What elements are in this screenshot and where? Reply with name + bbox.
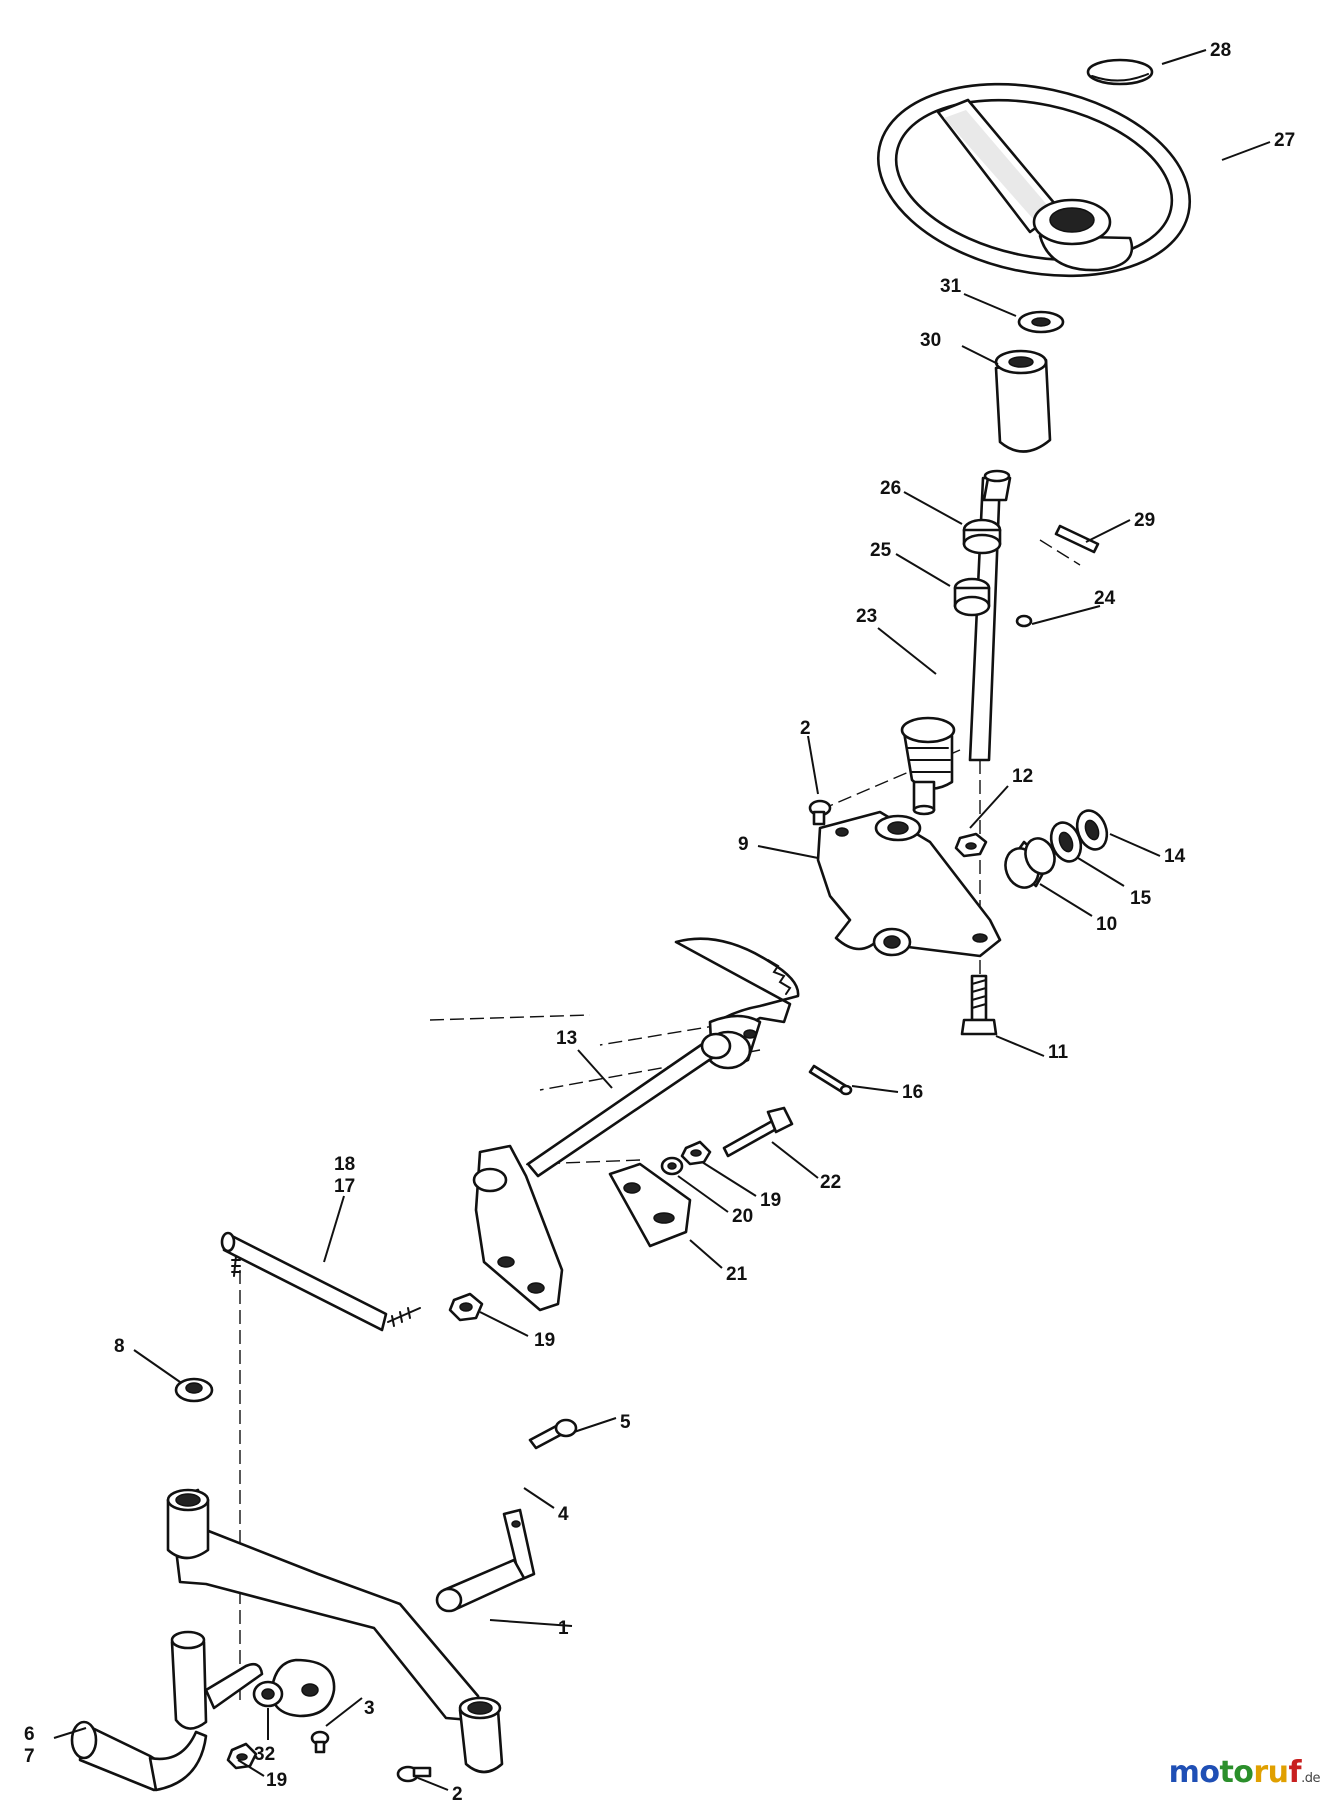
bolt-22	[722, 1106, 794, 1158]
callout-8: 8	[114, 1336, 125, 1357]
screw-2-upper	[808, 799, 832, 826]
leader-lines	[53, 49, 1271, 1791]
bushing-30	[994, 349, 1052, 453]
watermark-part-1: mo	[1168, 1755, 1220, 1790]
watermark-tld: .de	[1301, 1771, 1320, 1786]
assembly-axis-lines	[239, 539, 1081, 1700]
callout-4: 4	[558, 1504, 569, 1525]
bushing-10	[1004, 837, 1056, 889]
callout-18: 18	[334, 1154, 355, 1175]
nut-19-lower	[226, 1742, 258, 1770]
spindle	[70, 1630, 264, 1792]
callout-17: 17	[334, 1176, 355, 1197]
pitman-arm-plate	[472, 1144, 564, 1312]
callout-27: 27	[1274, 130, 1295, 151]
callout-24: 24	[1094, 588, 1116, 609]
callout-6: 6	[24, 1724, 35, 1745]
callout-25: 25	[870, 540, 892, 561]
callout-21: 21	[726, 1264, 748, 1285]
sector-shaft	[526, 1032, 732, 1178]
bearing-14	[1075, 809, 1109, 851]
horn-cap	[1086, 58, 1154, 86]
bearing-32	[252, 1680, 284, 1708]
watermark-part-3: ru	[1253, 1755, 1289, 1790]
callout-32: 32	[254, 1744, 275, 1765]
callout-22: 22	[820, 1172, 841, 1193]
steering-shaft	[900, 469, 1012, 816]
callout-30: 30	[920, 330, 941, 351]
bolt-11	[960, 974, 998, 1036]
callout-3: 3	[364, 1698, 375, 1719]
nut-12	[954, 832, 988, 858]
callout-19-middle: 19	[534, 1330, 555, 1351]
callout-28: 28	[1210, 40, 1231, 61]
callout-20: 20	[732, 1206, 753, 1227]
callout-1: 1	[558, 1618, 569, 1639]
front-axle	[166, 1488, 504, 1774]
watermark: motoruf.de	[1168, 1755, 1321, 1790]
callout-13: 13	[556, 1028, 577, 1049]
bolt-5	[528, 1418, 578, 1450]
ball-24	[1015, 614, 1033, 628]
callout-12: 12	[1012, 766, 1033, 787]
callout-16: 16	[902, 1082, 923, 1103]
callout-11: 11	[1048, 1042, 1069, 1063]
steering-wheel	[876, 82, 1192, 278]
callout-19-upper: 19	[760, 1190, 781, 1211]
washer-20	[660, 1156, 684, 1176]
lock-washer-8	[174, 1377, 214, 1403]
nut-19-middle	[448, 1292, 484, 1322]
adjustment-plate	[608, 1162, 692, 1248]
callout-9: 9	[738, 834, 749, 855]
cotter-pin-16	[808, 1064, 853, 1096]
callout-19-lower: 19	[266, 1770, 287, 1791]
callout-10: 10	[1096, 914, 1117, 935]
drag-link	[220, 1231, 421, 1332]
callout-15: 15	[1130, 888, 1152, 909]
callout-31: 31	[940, 276, 962, 297]
callout-23: 23	[856, 606, 877, 627]
callout-5: 5	[620, 1412, 631, 1433]
watermark-part-4: f	[1288, 1755, 1302, 1790]
steering-bracket	[816, 810, 1002, 958]
callout-26: 26	[880, 478, 901, 499]
nut-19-upper	[680, 1140, 712, 1166]
watermark-part-2: to	[1219, 1755, 1254, 1790]
pivot-pin	[435, 1508, 536, 1613]
callout-29: 29	[1134, 510, 1155, 531]
roll-pin-29	[1054, 524, 1100, 554]
washer-31	[1017, 310, 1065, 334]
grease-fitting-3	[310, 1730, 330, 1754]
callout-2-upper: 2	[800, 718, 811, 739]
screw-2-lower	[396, 1765, 432, 1783]
callout-7: 7	[24, 1746, 35, 1767]
callout-14: 14	[1164, 846, 1186, 867]
callout-2-lower: 2	[452, 1784, 463, 1800]
callout-labels: 28 27 31 30 26 29 25 24 23 2 12 14 9 15 …	[24, 40, 1295, 1800]
